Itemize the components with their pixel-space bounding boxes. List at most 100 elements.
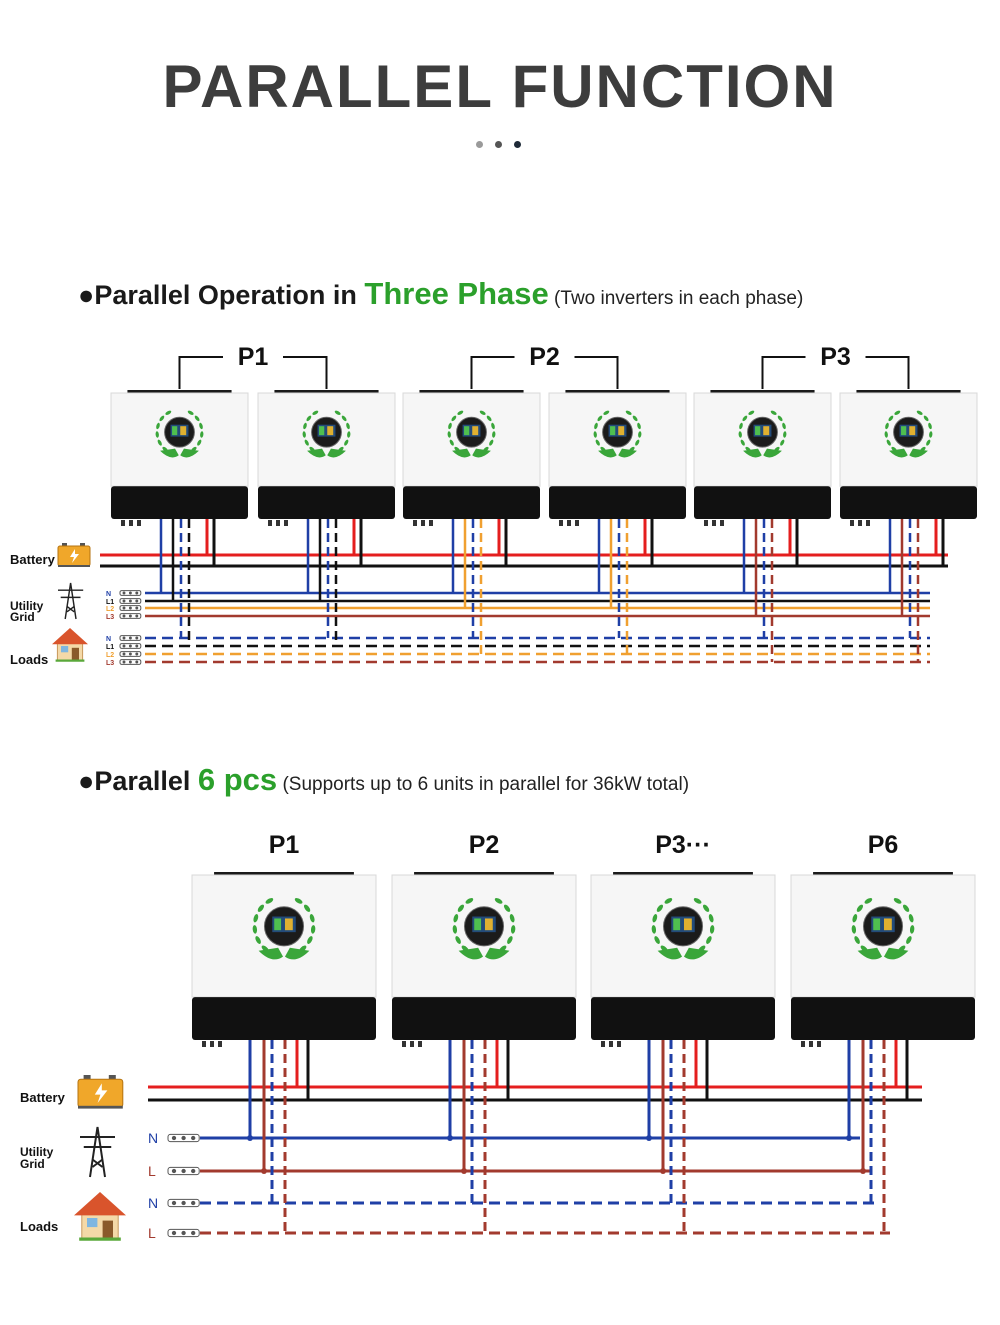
wreath-leaf — [780, 439, 785, 446]
connector-screw — [191, 1135, 196, 1141]
terminal — [567, 520, 571, 526]
wreath-leaf — [632, 415, 638, 422]
inverter-base — [111, 486, 248, 519]
load-line-tag: L2 — [106, 652, 114, 659]
wreath-leaf — [156, 422, 160, 430]
wreath-leaf — [200, 431, 204, 438]
wreath-leaf — [603, 410, 610, 415]
inverter-base — [258, 486, 395, 519]
terminal — [284, 520, 288, 526]
wreath-leaf — [503, 904, 511, 912]
wreath-leaf — [452, 925, 458, 934]
connector-screw — [128, 660, 132, 664]
wreath-leaf — [654, 936, 660, 944]
section2-heading: ●Parallel 6 pcs (Supports up to 6 units … — [78, 762, 689, 798]
house-roof — [52, 628, 88, 645]
group-label-P1: P1 — [238, 343, 269, 371]
lightning-icon — [70, 549, 79, 563]
display-segment — [883, 918, 892, 931]
wreath-leaf — [770, 410, 777, 415]
wreath-leaf — [294, 898, 303, 904]
section1-heading: ●Parallel Operation in Three Phase (Two … — [78, 276, 803, 312]
inverter-base — [791, 997, 975, 1040]
display-segment — [474, 918, 482, 931]
terminal — [601, 1041, 605, 1047]
terminal — [410, 1041, 414, 1047]
display-segment — [673, 918, 681, 931]
wreath-leaf — [457, 904, 465, 912]
display-screen — [608, 424, 627, 437]
hand-leaf-icon — [472, 448, 491, 458]
wreath-leaf — [739, 422, 743, 430]
junction-dot — [447, 1135, 453, 1141]
connector-screw — [171, 1135, 177, 1141]
terminal — [704, 520, 708, 526]
junction-dot — [846, 1135, 852, 1141]
wreath-leaf — [886, 439, 891, 446]
parallel-bracket-3: P3 — [761, 343, 910, 389]
wreath-leaf — [783, 431, 787, 438]
breaker-connector-icon — [167, 1228, 200, 1238]
connector-screw — [128, 644, 132, 648]
connector-screw — [191, 1230, 196, 1236]
dot-2 — [495, 141, 502, 148]
terminal — [129, 520, 133, 526]
wreath-leaf — [706, 936, 712, 944]
group-label-P2: P2 — [529, 343, 560, 371]
terminal — [418, 1041, 422, 1047]
terminal — [218, 1041, 222, 1047]
inverter-base — [591, 997, 775, 1040]
display-segment — [319, 426, 325, 436]
terminal — [850, 520, 854, 526]
terminal — [617, 1041, 621, 1047]
hand-leaf-icon — [743, 448, 762, 458]
connector-screw — [181, 1135, 186, 1141]
dot-3 — [514, 141, 521, 148]
wreath-leaf — [854, 936, 860, 944]
display-segment — [755, 426, 761, 436]
connector-screw — [122, 644, 126, 648]
wreath-leaf — [593, 431, 597, 438]
wreath-leaf — [777, 415, 783, 422]
wreath-leaf — [302, 431, 306, 438]
wreath-leaf — [265, 898, 274, 904]
terminal — [575, 520, 579, 526]
breaker-connector-icon — [119, 598, 142, 604]
wreath-leaf — [159, 415, 165, 422]
wreath-leaf — [852, 914, 858, 923]
connector-screw — [135, 591, 139, 595]
hand-leaf-icon — [598, 448, 617, 458]
wreath-leaf — [155, 431, 159, 438]
utility-label: Utility — [20, 1145, 54, 1159]
terminal — [210, 1041, 214, 1047]
hand-leaf-icon — [763, 448, 782, 458]
wreath-leaf — [187, 410, 194, 415]
wreath-leaf — [893, 898, 902, 904]
wreath-leaf — [651, 925, 657, 934]
unit-label-3: P3··· — [655, 831, 711, 859]
section2-prefix: Parallel — [94, 766, 198, 796]
breaker-connector-icon — [167, 1198, 200, 1208]
house-grass — [79, 1237, 121, 1241]
wreath-leaf — [742, 415, 748, 422]
battery-terminal — [62, 543, 67, 546]
loads-label: Loads — [10, 652, 48, 667]
wreath-leaf — [595, 439, 600, 446]
connector-screw — [191, 1168, 196, 1174]
connector-screw — [171, 1168, 177, 1174]
wreath-leaf — [635, 439, 640, 446]
wreath-leaf — [916, 410, 923, 415]
connector-screw — [135, 614, 139, 618]
breaker-connector-icon — [119, 643, 142, 649]
terminal — [276, 520, 280, 526]
hand-leaf-icon — [889, 448, 908, 458]
terminal — [720, 520, 724, 526]
tower-frame — [64, 582, 77, 620]
connector-screw — [122, 614, 126, 618]
house-window — [61, 646, 69, 653]
wreath-leaf — [479, 410, 486, 415]
tower-arms — [80, 1136, 115, 1168]
section2-note: (Supports up to 6 units in parallel for … — [277, 774, 690, 795]
wreath-leaf — [656, 904, 664, 912]
battery-label: Battery — [10, 552, 56, 567]
